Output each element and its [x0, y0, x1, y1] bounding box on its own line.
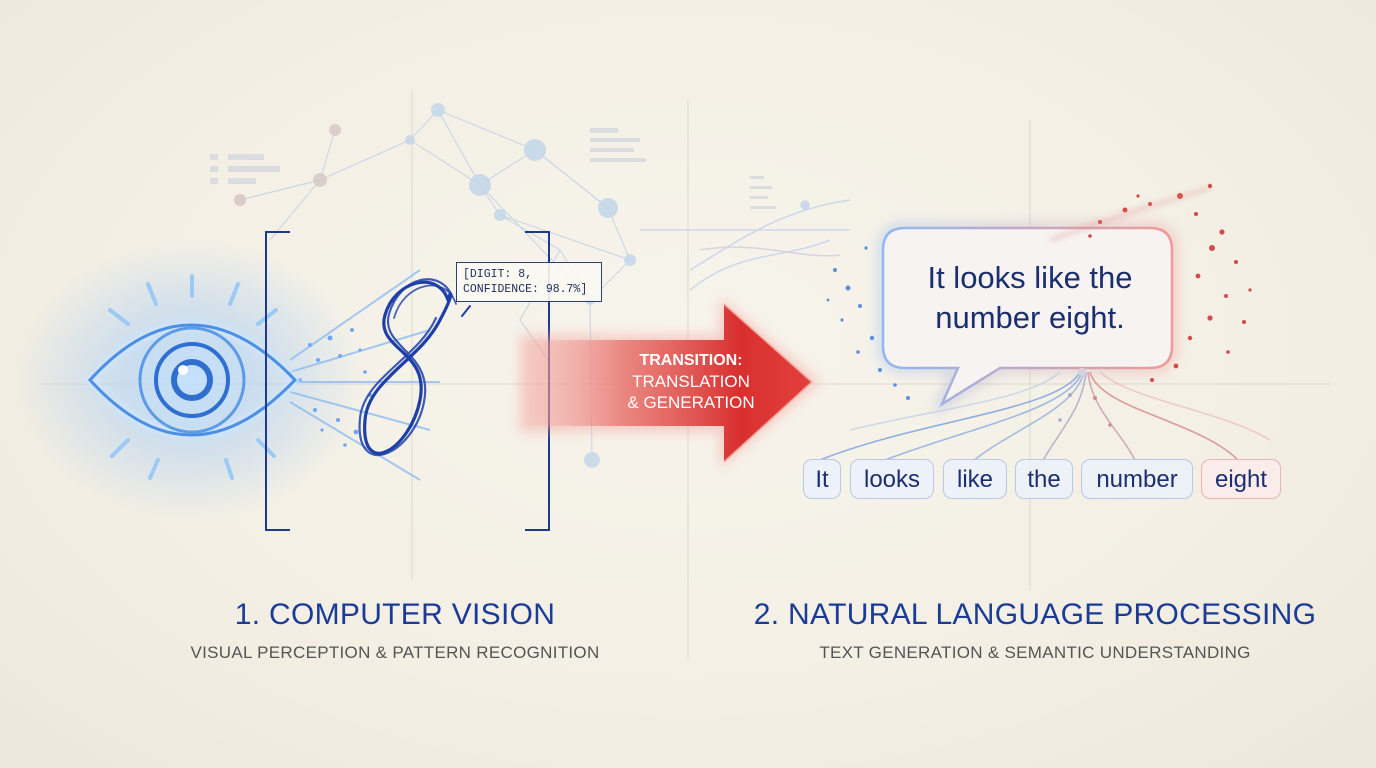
token-chip: like — [943, 459, 1007, 499]
speech-bubble-icon — [878, 223, 1177, 417]
token-chip: It — [803, 459, 841, 499]
handwritten-eight — [358, 278, 471, 457]
speech-line-2: number eight. — [935, 300, 1125, 335]
speech-line-1: It looks like the — [927, 260, 1133, 295]
eye-icon — [84, 274, 301, 480]
token-streams — [819, 371, 1271, 463]
section-title-vision: 1. COMPUTER VISION — [234, 598, 556, 631]
section-subtitle-nlp: TEXT GENERATION & SEMANTIC UNDERSTANDING — [819, 643, 1251, 662]
faint-data-bars — [210, 128, 776, 209]
transition-line-1: TRANSLATION — [632, 372, 750, 391]
section-title-nlp: 2. NATURAL LANGUAGE PROCESSING — [753, 598, 1317, 631]
token-chip: number — [1081, 459, 1193, 499]
speech-bubble-text: It looks like the number eight. — [890, 258, 1170, 338]
digit-readout: [DIGIT: 8, — [463, 268, 533, 281]
token-chip: the — [1015, 459, 1073, 499]
confidence-readout: CONFIDENCE: 98.7%] — [463, 283, 588, 296]
transition-title: TRANSITION: — [639, 352, 743, 369]
section-subtitle-vision: VISUAL PERCEPTION & PATTERN RECOGNITION — [190, 643, 600, 662]
token-chip: looks — [850, 459, 934, 499]
faint-trend-lines — [640, 199, 851, 291]
token-chip: eight — [1201, 459, 1281, 499]
arrow-right-icon — [520, 298, 820, 468]
red-particle-stream — [1049, 186, 1211, 242]
transition-line-2: & GENERATION — [627, 393, 755, 412]
recognition-label: [DIGIT: 8, CONFIDENCE: 98.7%] — [456, 262, 602, 302]
network-nodes — [234, 103, 636, 468]
stream-dots — [1058, 368, 1112, 427]
language-particles — [826, 246, 910, 400]
transition-label: TRANSITION: TRANSLATION & GENERATION — [596, 350, 786, 413]
